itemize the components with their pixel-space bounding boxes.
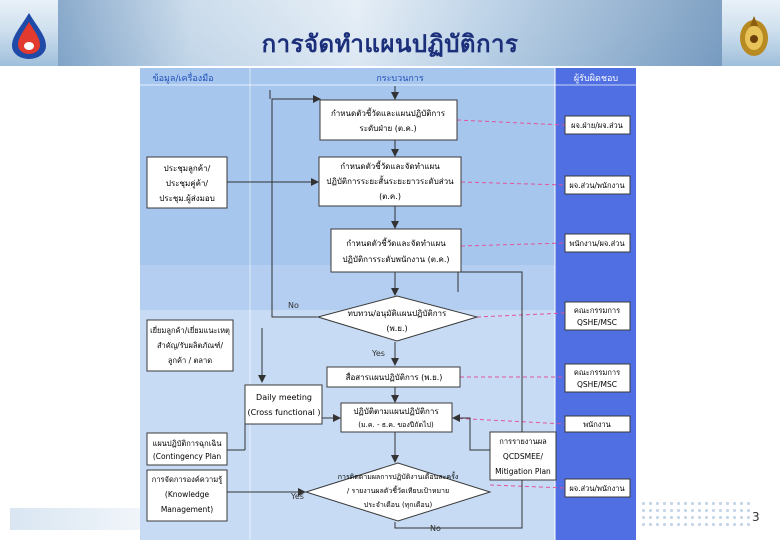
responsible-5: คณะกรรมการ QSHE/MSC bbox=[564, 363, 631, 393]
branch-label-no: No bbox=[288, 301, 299, 310]
svg-text:พนักงาน/ผจ.ส่วน: พนักงาน/ผจ.ส่วน bbox=[569, 239, 624, 248]
responsible-6: พนักงาน bbox=[564, 415, 631, 433]
responsible-2: ผจ.ส่วน/พนักงาน bbox=[564, 175, 631, 195]
footer-bar bbox=[10, 508, 150, 530]
column-header-responsible: ผู้รับผิดชอบ bbox=[574, 73, 618, 84]
input-contingency-plan: แผนปฏิบัติการฉุกเฉิน (Contingency Plan bbox=[146, 432, 228, 466]
svg-text:ลูกค้า / ตลาด: ลูกค้า / ตลาด bbox=[168, 356, 212, 365]
responsible-7: ผจ.ส่วน/พนักงาน bbox=[564, 478, 631, 498]
svg-text:กำหนดตัวชี้วัดและจัดทำแผน: กำหนดตัวชี้วัดและจัดทำแผน bbox=[340, 160, 440, 171]
svg-text:QCDSMEE/: QCDSMEE/ bbox=[503, 452, 544, 461]
input-daily-meeting: Daily meeting (Cross functional ) bbox=[244, 384, 323, 425]
svg-text:การจัดการองค์ความรู้: การจัดการองค์ความรู้ bbox=[152, 475, 222, 484]
svg-text:QSHE/MSC: QSHE/MSC bbox=[577, 380, 617, 389]
branch-label-yes-bottom: Yes bbox=[290, 492, 304, 501]
responsible-3: พนักงาน/ผจ.ส่วน bbox=[564, 233, 631, 253]
decision-monitor-results: การติดตามผลการปฏิบัติงานเดือนละครั้ง / ร… bbox=[304, 462, 492, 522]
svg-text:(พ.ย.): (พ.ย.) bbox=[386, 324, 407, 333]
footer-decoration bbox=[640, 500, 750, 530]
svg-text:พนักงาน: พนักงาน bbox=[583, 420, 611, 429]
svg-text:QSHE/MSC: QSHE/MSC bbox=[577, 318, 617, 327]
process-step-implement: ปฏิบัติตามแผนปฏิบัติการ (ม.ค. - ธ.ค. ของ… bbox=[340, 402, 453, 433]
svg-text:ผจ.ส่วน/พนักงาน: ผจ.ส่วน/พนักงาน bbox=[569, 484, 624, 493]
svg-text:ผจ.ฝ่าย/ผจ.ส่วน: ผจ.ฝ่าย/ผจ.ส่วน bbox=[571, 121, 623, 130]
slide-title: การจัดทำแผนปฏิบัติการ bbox=[261, 29, 519, 58]
branch-label-yes: Yes bbox=[371, 349, 385, 358]
input-mitigation-report: การรายงานผล QCDSMEE/ Mitigation Plan bbox=[489, 431, 557, 481]
svg-text:กำหนดตัวชี้วัดและแผนปฏิบัติการ: กำหนดตัวชี้วัดและแผนปฏิบัติการ bbox=[331, 107, 446, 118]
column-header-process: กระบวนการ bbox=[376, 74, 424, 84]
input-customer-visit: เยี่ยมลูกค้า/เยี่ยมแนะเหตุ สำคัญ/รับผลิต… bbox=[146, 319, 234, 372]
svg-text:สื่อสารแผนปฏิบัติการ (พ.ย.): สื่อสารแผนปฏิบัติการ (พ.ย.) bbox=[345, 371, 442, 382]
svg-text:แผนปฏิบัติการฉุกเฉิน: แผนปฏิบัติการฉุกเฉิน bbox=[152, 439, 221, 448]
svg-text:เยี่ยมลูกค้า/เยี่ยมแนะเหตุ: เยี่ยมลูกค้า/เยี่ยมแนะเหตุ bbox=[150, 325, 230, 335]
input-customer-meeting: ประชุมลูกค้า/ ประชุมคู่ค้า/ ประชุม.ผู้ส่… bbox=[146, 156, 228, 209]
column-header-inputs: ข้อมูล/เครื่องมือ bbox=[152, 71, 213, 84]
svg-text:การรายงานผล: การรายงานผล bbox=[499, 437, 546, 446]
responsible-1: ผจ.ฝ่าย/ผจ.ส่วน bbox=[564, 115, 631, 135]
svg-text:Mitigation Plan: Mitigation Plan bbox=[495, 467, 551, 476]
svg-text:/ รายงานผลตัวชี้วัดเทียบเป้าหม: / รายงานผลตัวชี้วัดเทียบเป้าหมาย bbox=[347, 484, 449, 495]
svg-text:ประชุมคู่ค้า/: ประชุมคู่ค้า/ bbox=[166, 179, 209, 189]
responsible-4: คณะกรรมการ QSHE/MSC bbox=[564, 301, 631, 331]
branch-label-no-bottom: No bbox=[430, 524, 441, 533]
svg-text:สำคัญ/รับผลิตภัณฑ์/: สำคัญ/รับผลิตภัณฑ์/ bbox=[157, 341, 224, 350]
svg-text:คณะกรรมการ: คณะกรรมการ bbox=[574, 368, 620, 377]
header-photo bbox=[58, 0, 722, 66]
svg-text:ปฏิบัติการระยะสั้นระยะยาวระดับ: ปฏิบัติการระยะสั้นระยะยาวระดับส่วน bbox=[326, 175, 454, 186]
svg-text:ปฏิบัติการระดับพนักงาน (ต.ค.): ปฏิบัติการระดับพนักงาน (ต.ค.) bbox=[342, 255, 449, 264]
svg-text:การติดตามผลการปฏิบัติงานเดือนล: การติดตามผลการปฏิบัติงานเดือนละครั้ง bbox=[338, 470, 459, 481]
svg-text:กำหนดตัวชี้วัดและจัดทำแผน: กำหนดตัวชี้วัดและจัดทำแผน bbox=[346, 237, 446, 248]
company-logo bbox=[12, 13, 46, 59]
svg-text:ประชุมลูกค้า/: ประชุมลูกค้า/ bbox=[164, 164, 211, 174]
page-number: 3 bbox=[752, 510, 760, 524]
svg-text:(Knowledge: (Knowledge bbox=[165, 490, 210, 499]
svg-text:(ต.ค.): (ต.ค.) bbox=[379, 192, 401, 201]
svg-text:ระดับฝ่าย (ต.ค.): ระดับฝ่าย (ต.ค.) bbox=[359, 124, 416, 133]
svg-text:ประชุม.ผู้ส่งมอบ: ประชุม.ผู้ส่งมอบ bbox=[159, 194, 215, 204]
emblem-logo bbox=[740, 16, 768, 56]
svg-text:(Cross functional ): (Cross functional ) bbox=[247, 408, 320, 417]
svg-text:ทบทวน/อนุมัติแผนปฏิบัติการ: ทบทวน/อนุมัติแผนปฏิบัติการ bbox=[348, 309, 447, 318]
process-step-2: กำหนดตัวชี้วัดและจัดทำแผน ปฏิบัติการระยะ… bbox=[318, 156, 462, 207]
svg-text:(Contingency Plan: (Contingency Plan bbox=[153, 452, 222, 461]
svg-text:คณะกรรมการ: คณะกรรมการ bbox=[574, 306, 620, 315]
decision-review-plan: ทบทวน/อนุมัติแผนปฏิบัติการ (พ.ย.) bbox=[316, 295, 479, 342]
svg-text:ประจำเดือน (ทุกเดือน): ประจำเดือน (ทุกเดือน) bbox=[364, 501, 433, 509]
svg-text:(ม.ค. - ธ.ค. ของปีถัดไป): (ม.ค. - ธ.ค. ของปีถัดไป) bbox=[358, 420, 434, 429]
process-step-3: กำหนดตัวชี้วัดและจัดทำแผน ปฏิบัติการระดั… bbox=[330, 228, 462, 273]
svg-text:ปฏิบัติตามแผนปฏิบัติการ: ปฏิบัติตามแผนปฏิบัติการ bbox=[353, 407, 439, 416]
process-step-communicate: สื่อสารแผนปฏิบัติการ (พ.ย.) bbox=[326, 366, 461, 388]
process-step-1: กำหนดตัวชี้วัดและแผนปฏิบัติการ ระดับฝ่าย… bbox=[319, 99, 458, 141]
svg-text:ผจ.ส่วน/พนักงาน: ผจ.ส่วน/พนักงาน bbox=[569, 181, 624, 190]
svg-text:Daily meeting: Daily meeting bbox=[256, 393, 312, 402]
input-knowledge-management: การจัดการองค์ความรู้ (Knowledge Manageme… bbox=[146, 469, 228, 522]
svg-text:Management): Management) bbox=[161, 505, 213, 514]
